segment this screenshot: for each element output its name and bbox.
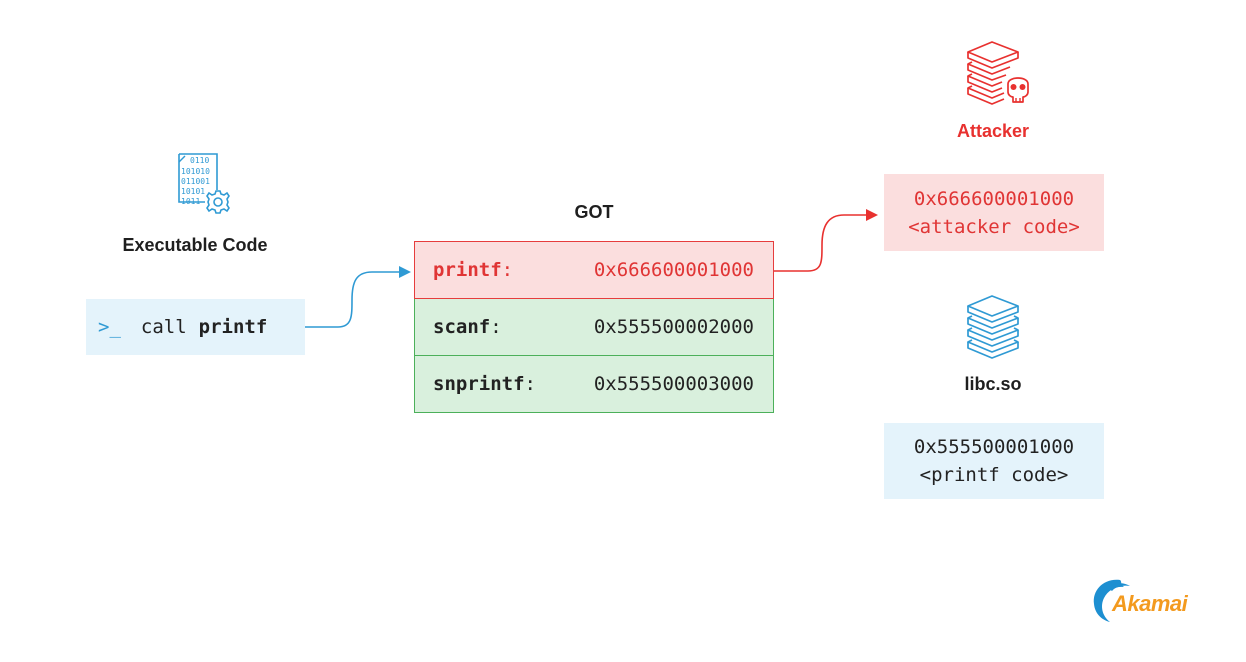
binary-line: 011001 [181,177,210,186]
executable-code-title: Executable Code [122,235,268,255]
got-entry-colon: : [524,373,536,395]
libc-address: 0x555500001000 [913,436,1075,458]
binary-line: 10101 [181,187,205,196]
binary-line: 0110 [190,156,209,165]
libc-code-label: <printf code> [919,464,1069,486]
got-to-attacker-arrowhead [866,209,878,221]
got-entry-address: 0x555500003000 [593,373,754,395]
libc-code-box: 0x555500001000 <printf code> [884,423,1104,499]
call-function: printf [198,316,268,338]
got-to-attacker-arrow [774,214,868,272]
call-to-got-arrow [305,271,402,328]
got-row-printf: printf: 0x666600001000 [414,241,774,299]
akamai-logo-text: Akamai [1112,591,1188,616]
got-title: GOT [574,202,614,222]
akamai-logo-icon [1093,579,1130,622]
books-skull-icon [967,41,1029,105]
got-row-snprintf: snprintf: 0x555500003000 [414,356,774,413]
terminal-prompt-icon: >_ [98,316,121,338]
got-entry-address: 0x666600001000 [593,259,754,281]
got-table: printf: 0x666600001000 scanf: 0x55550000… [414,241,774,413]
got-entry-colon: : [490,316,502,338]
libc-title: libc.so [964,374,1022,394]
call-keyword: call [140,316,187,338]
binary-file-gear-icon: 0110 101010 011001 10101 1011 [178,153,230,214]
attacker-code-label: <attacker code> [908,215,1080,238]
call-instruction-box: >_ call printf [86,299,305,355]
books-stack-icon [967,295,1019,359]
got-entry-colon: : [501,259,514,281]
got-entry-name: snprintf [433,373,525,395]
attacker-address: 0x666600001000 [913,187,1075,210]
got-entry-name: scanf [433,316,491,338]
got-row-scanf: scanf: 0x555500002000 [414,299,774,356]
attacker-title: Attacker [956,121,1030,141]
attacker-code-box: 0x666600001000 <attacker code> [884,174,1104,251]
got-entry-name: printf [433,259,502,281]
binary-line: 101010 [181,167,210,176]
binary-line: 1011 [181,197,200,206]
call-to-got-arrowhead [399,266,411,278]
got-entry-address: 0x555500002000 [593,316,754,338]
